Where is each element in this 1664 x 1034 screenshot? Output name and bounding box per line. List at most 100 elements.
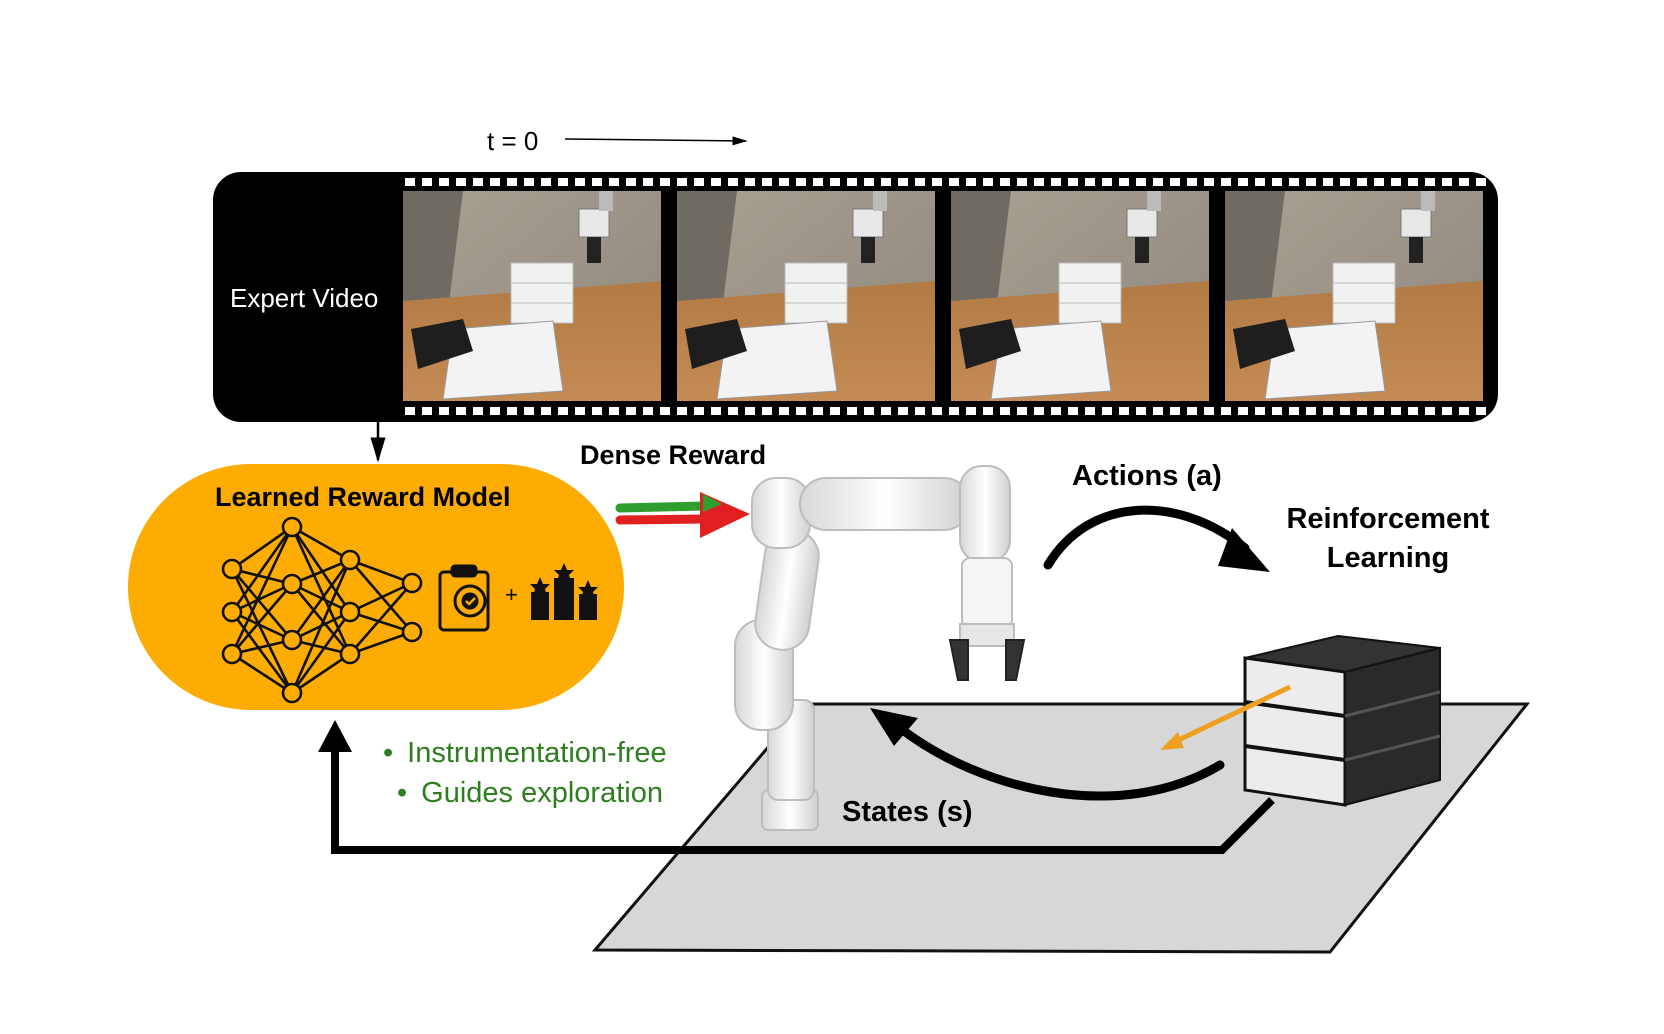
film-sprocket-hole [1204, 178, 1214, 186]
film-sprocket-hole [1204, 407, 1214, 415]
film-sprocket-hole [1357, 178, 1367, 186]
film-sprocket-hole [507, 178, 517, 186]
plus-sign: + [505, 582, 518, 607]
nn-node [339, 601, 361, 623]
film-sprocket-hole [779, 407, 789, 415]
film-sprocket-hole [609, 178, 619, 186]
film-sprocket-hole [473, 407, 483, 415]
film-sprocket-hole [1102, 178, 1112, 186]
film-sprocket-hole [1459, 407, 1469, 415]
film-sprocket-hole [711, 178, 721, 186]
film-sprocket-hole [1085, 178, 1095, 186]
film-sprocket-hole [1153, 178, 1163, 186]
film-sprocket-hole [1136, 407, 1146, 415]
film-sprocket-hole [1221, 407, 1231, 415]
film-sprocket-hole [762, 407, 772, 415]
film-sprocket-hole [541, 178, 551, 186]
plastic-drawer-unit [1243, 634, 1441, 807]
film-sprocket-hole [728, 178, 738, 186]
film-sprocket-hole [439, 407, 449, 415]
film-sprocket-hole [847, 407, 857, 415]
nn-node [401, 572, 423, 594]
film-sprocket-hole [626, 178, 636, 186]
film-sprocket-hole [932, 178, 942, 186]
film-sprocket-hole [1085, 407, 1095, 415]
film-sprocket-hole [1170, 178, 1180, 186]
film-sprocket-hole [1357, 407, 1367, 415]
film-sprocket-hole [541, 407, 551, 415]
film-sprocket-hole [1289, 178, 1299, 186]
film-sprocket-hole [1238, 407, 1248, 415]
film-sprocket-hole [1068, 178, 1078, 186]
film-sprocket-hole [1136, 178, 1146, 186]
feedback-arrow [331, 748, 1275, 854]
film-sprocket-hole [966, 178, 976, 186]
film-sprocket-hole [1374, 407, 1384, 415]
nn-node [281, 682, 303, 704]
film-sprocket-hole [1255, 178, 1265, 186]
dense-reward-label: Dense Reward [580, 440, 767, 470]
film-sprocket-hole [881, 407, 891, 415]
benefits-list: Instrumentation-free Guides exploration [383, 733, 667, 813]
film-sprocket-hole [1034, 407, 1044, 415]
film-sprocket-hole [745, 178, 755, 186]
film-sprocket-hole [830, 407, 840, 415]
film-sprocket-hole [558, 407, 568, 415]
film-sprocket-hole [558, 178, 568, 186]
film-sprocket-hole [1425, 407, 1435, 415]
film-sprocket-hole [1476, 178, 1486, 186]
film-sprocket-hole [592, 178, 602, 186]
nn-node [221, 601, 243, 623]
film-sprocket-hole [864, 178, 874, 186]
film-sprocket-hole [1340, 407, 1350, 415]
nn-node [221, 558, 243, 580]
film-sprocket-hole [898, 178, 908, 186]
film-sprocket-hole [660, 178, 670, 186]
film-sprocket-hole [1068, 407, 1078, 415]
robot-arm [734, 465, 1026, 831]
film-sprocket-hole [1323, 407, 1333, 415]
film-sprocket-hole [796, 407, 806, 415]
film-sprocket-hole [1442, 178, 1452, 186]
film-sprocket-hole [966, 407, 976, 415]
film-sprocket-hole [762, 178, 772, 186]
film-sprocket-hole [1272, 407, 1282, 415]
film-sprocket-hole [1187, 178, 1197, 186]
timeline-arrow [564, 136, 748, 146]
film-sprocket-hole [1340, 178, 1350, 186]
expert-frame-1 [402, 190, 662, 402]
expert-frame-2 [676, 190, 936, 402]
rl-line-2: Learning [1326, 542, 1450, 574]
reinforcement-learning-label: Reinforcement Learning [1248, 500, 1528, 578]
film-sprocket-hole [1476, 407, 1486, 415]
nn-node [401, 621, 423, 643]
neural-network-icon [221, 516, 423, 704]
states-label: States (s) [842, 796, 973, 828]
film-sprocket-hole [779, 178, 789, 186]
expert-frame-4 [1224, 190, 1484, 402]
nn-node [281, 629, 303, 651]
film-sprocket-hole [626, 407, 636, 415]
film-sprocket-hole [507, 407, 517, 415]
film-sprocket-hole [1170, 407, 1180, 415]
film-sprocket-hole [1391, 178, 1401, 186]
film-sprocket-hole [422, 178, 432, 186]
film-sprocket-hole [1442, 407, 1452, 415]
film-sprocket-hole [643, 178, 653, 186]
film-sprocket-hole [1289, 407, 1299, 415]
film-sprocket-hole [983, 178, 993, 186]
states-arrow [895, 723, 1225, 801]
film-sprocket-hole [813, 178, 823, 186]
film-sprocket-hole [1459, 178, 1469, 186]
film-sprocket-hole [1238, 178, 1248, 186]
film-sprocket-hole [1391, 407, 1401, 415]
film-sprocket-hole [949, 407, 959, 415]
benefit-item: Guides exploration [397, 773, 667, 813]
nn-node [281, 573, 303, 595]
film-sprocket-hole [677, 178, 687, 186]
drawer-motion-arrow [1166, 684, 1292, 748]
film-sprocket-hole [643, 407, 653, 415]
film-sprocket-hole [1000, 407, 1010, 415]
film-sprocket-hole [881, 178, 891, 186]
